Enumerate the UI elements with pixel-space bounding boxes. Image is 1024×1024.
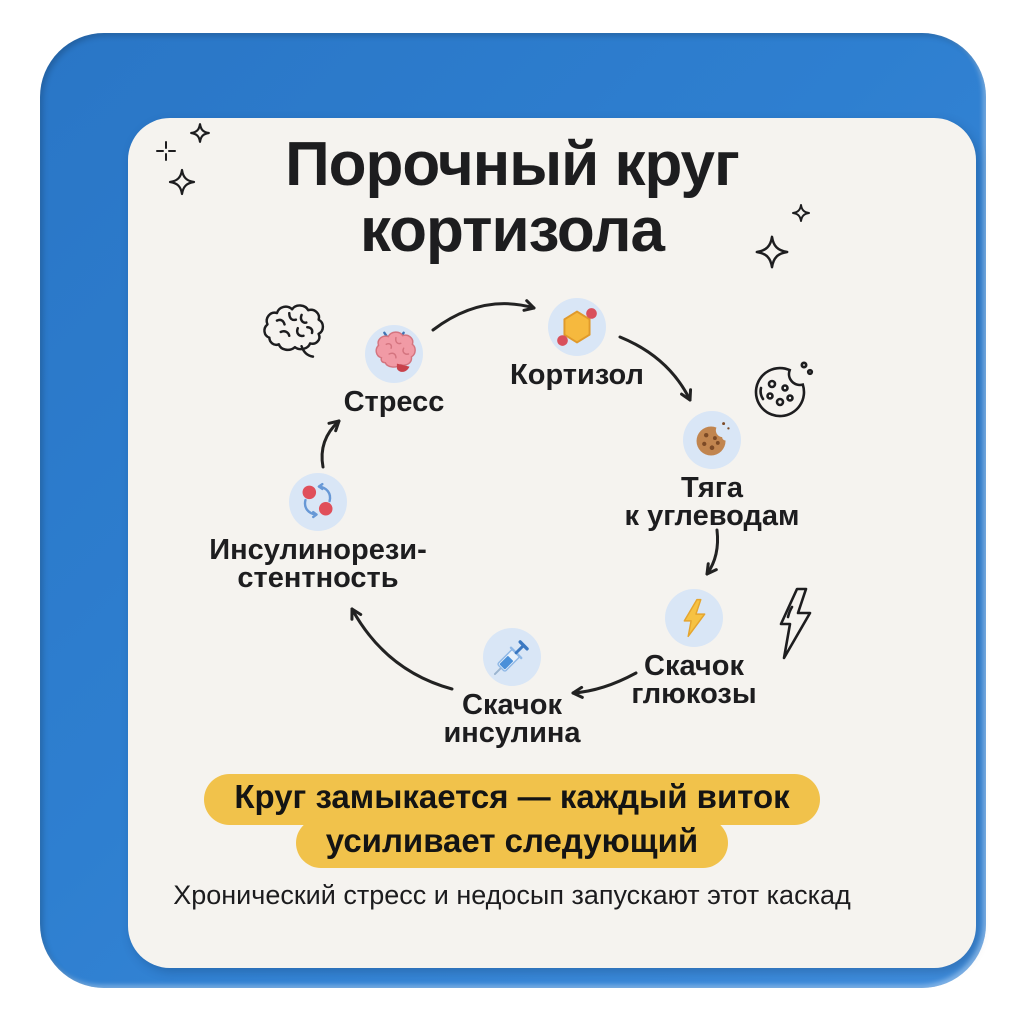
node-cortisol: Кортизол [510,298,644,390]
node-cortisol-circle [548,298,606,356]
node-insulin-resistance-circle [289,473,347,531]
title-line-2: кортизола [359,196,665,265]
lightning-doodle-icon [775,586,815,662]
node-glucose-spike-label: Скачок глюкозы [631,650,757,710]
insulin-resistance-icon [302,482,333,519]
node-cortisol-label: Кортизол [510,359,644,391]
node-stress-circle [365,325,423,383]
sparkle-icon [791,203,811,223]
node-insulin-spike-circle [483,628,541,686]
node-insulin-spike: Скачок инсулина [443,628,581,748]
sparkle-icon [167,164,197,200]
conclusion-block: Круг замыкается — каждый виток усиливает… [0,774,1024,869]
node-glucose-spike: Скачок глюкозы [631,589,757,709]
brain-doodle-icon [258,300,330,364]
cortisol-molecule-icon [557,308,597,346]
conclusion-highlight-line-1: Круг замыкается — каждый виток [204,774,820,825]
conclusion-highlight-line-2: усиливает следующий [295,817,729,869]
blue-frame [40,33,986,988]
sparkle-plus-icon [154,140,178,162]
brain-icon [375,331,416,372]
node-carb-craving-circle [683,411,741,469]
cookie-icon [696,422,730,456]
title-line-1: Порочный круг [285,130,740,199]
node-carb-craving: Тяга к углеводам [625,411,800,531]
cookie-doodle-icon [752,358,816,422]
node-glucose-spike-circle [665,589,723,647]
caption-text: Хронический стресс и недосып запускают э… [173,880,851,910]
node-carb-craving-label: Тяга к углеводам [624,472,800,532]
sparkle-icon [189,121,211,145]
node-stress: Стресс [344,325,444,417]
lightning-icon [683,598,706,638]
node-insulin-spike-label: Скачок инсулина [443,689,581,749]
node-insulin-resistance: Инсулинорези- стентность [209,473,427,593]
node-stress-label: Стресс [343,386,445,418]
sparkle-icon [753,228,791,276]
syringe-icon [493,640,529,676]
node-insulin-resistance-label: Инсулинорези- стентность [209,534,427,594]
